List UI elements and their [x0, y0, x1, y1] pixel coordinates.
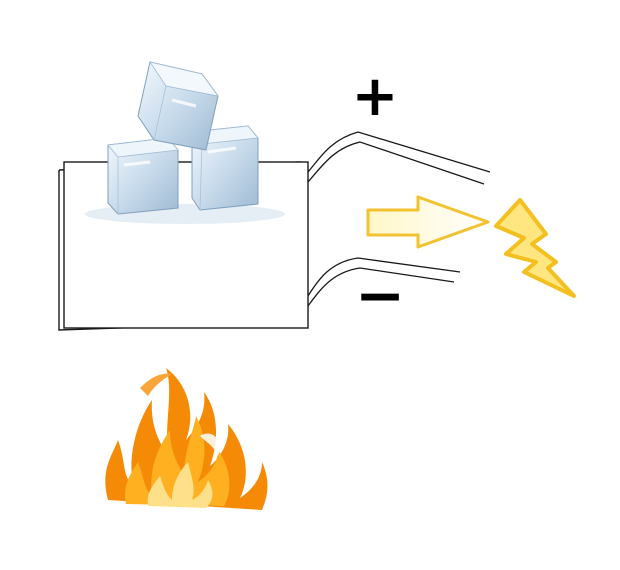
- negative-terminal-label: −: [355, 261, 405, 331]
- plate-front-panel: [64, 162, 308, 328]
- positive-terminal-label: +: [352, 64, 399, 129]
- flame-icon: [105, 368, 267, 510]
- positive-wire: [308, 132, 490, 184]
- lightning-bolt-icon: [496, 200, 574, 296]
- thermoelectric-plate: [59, 162, 308, 330]
- arrow-right-icon: [368, 197, 488, 247]
